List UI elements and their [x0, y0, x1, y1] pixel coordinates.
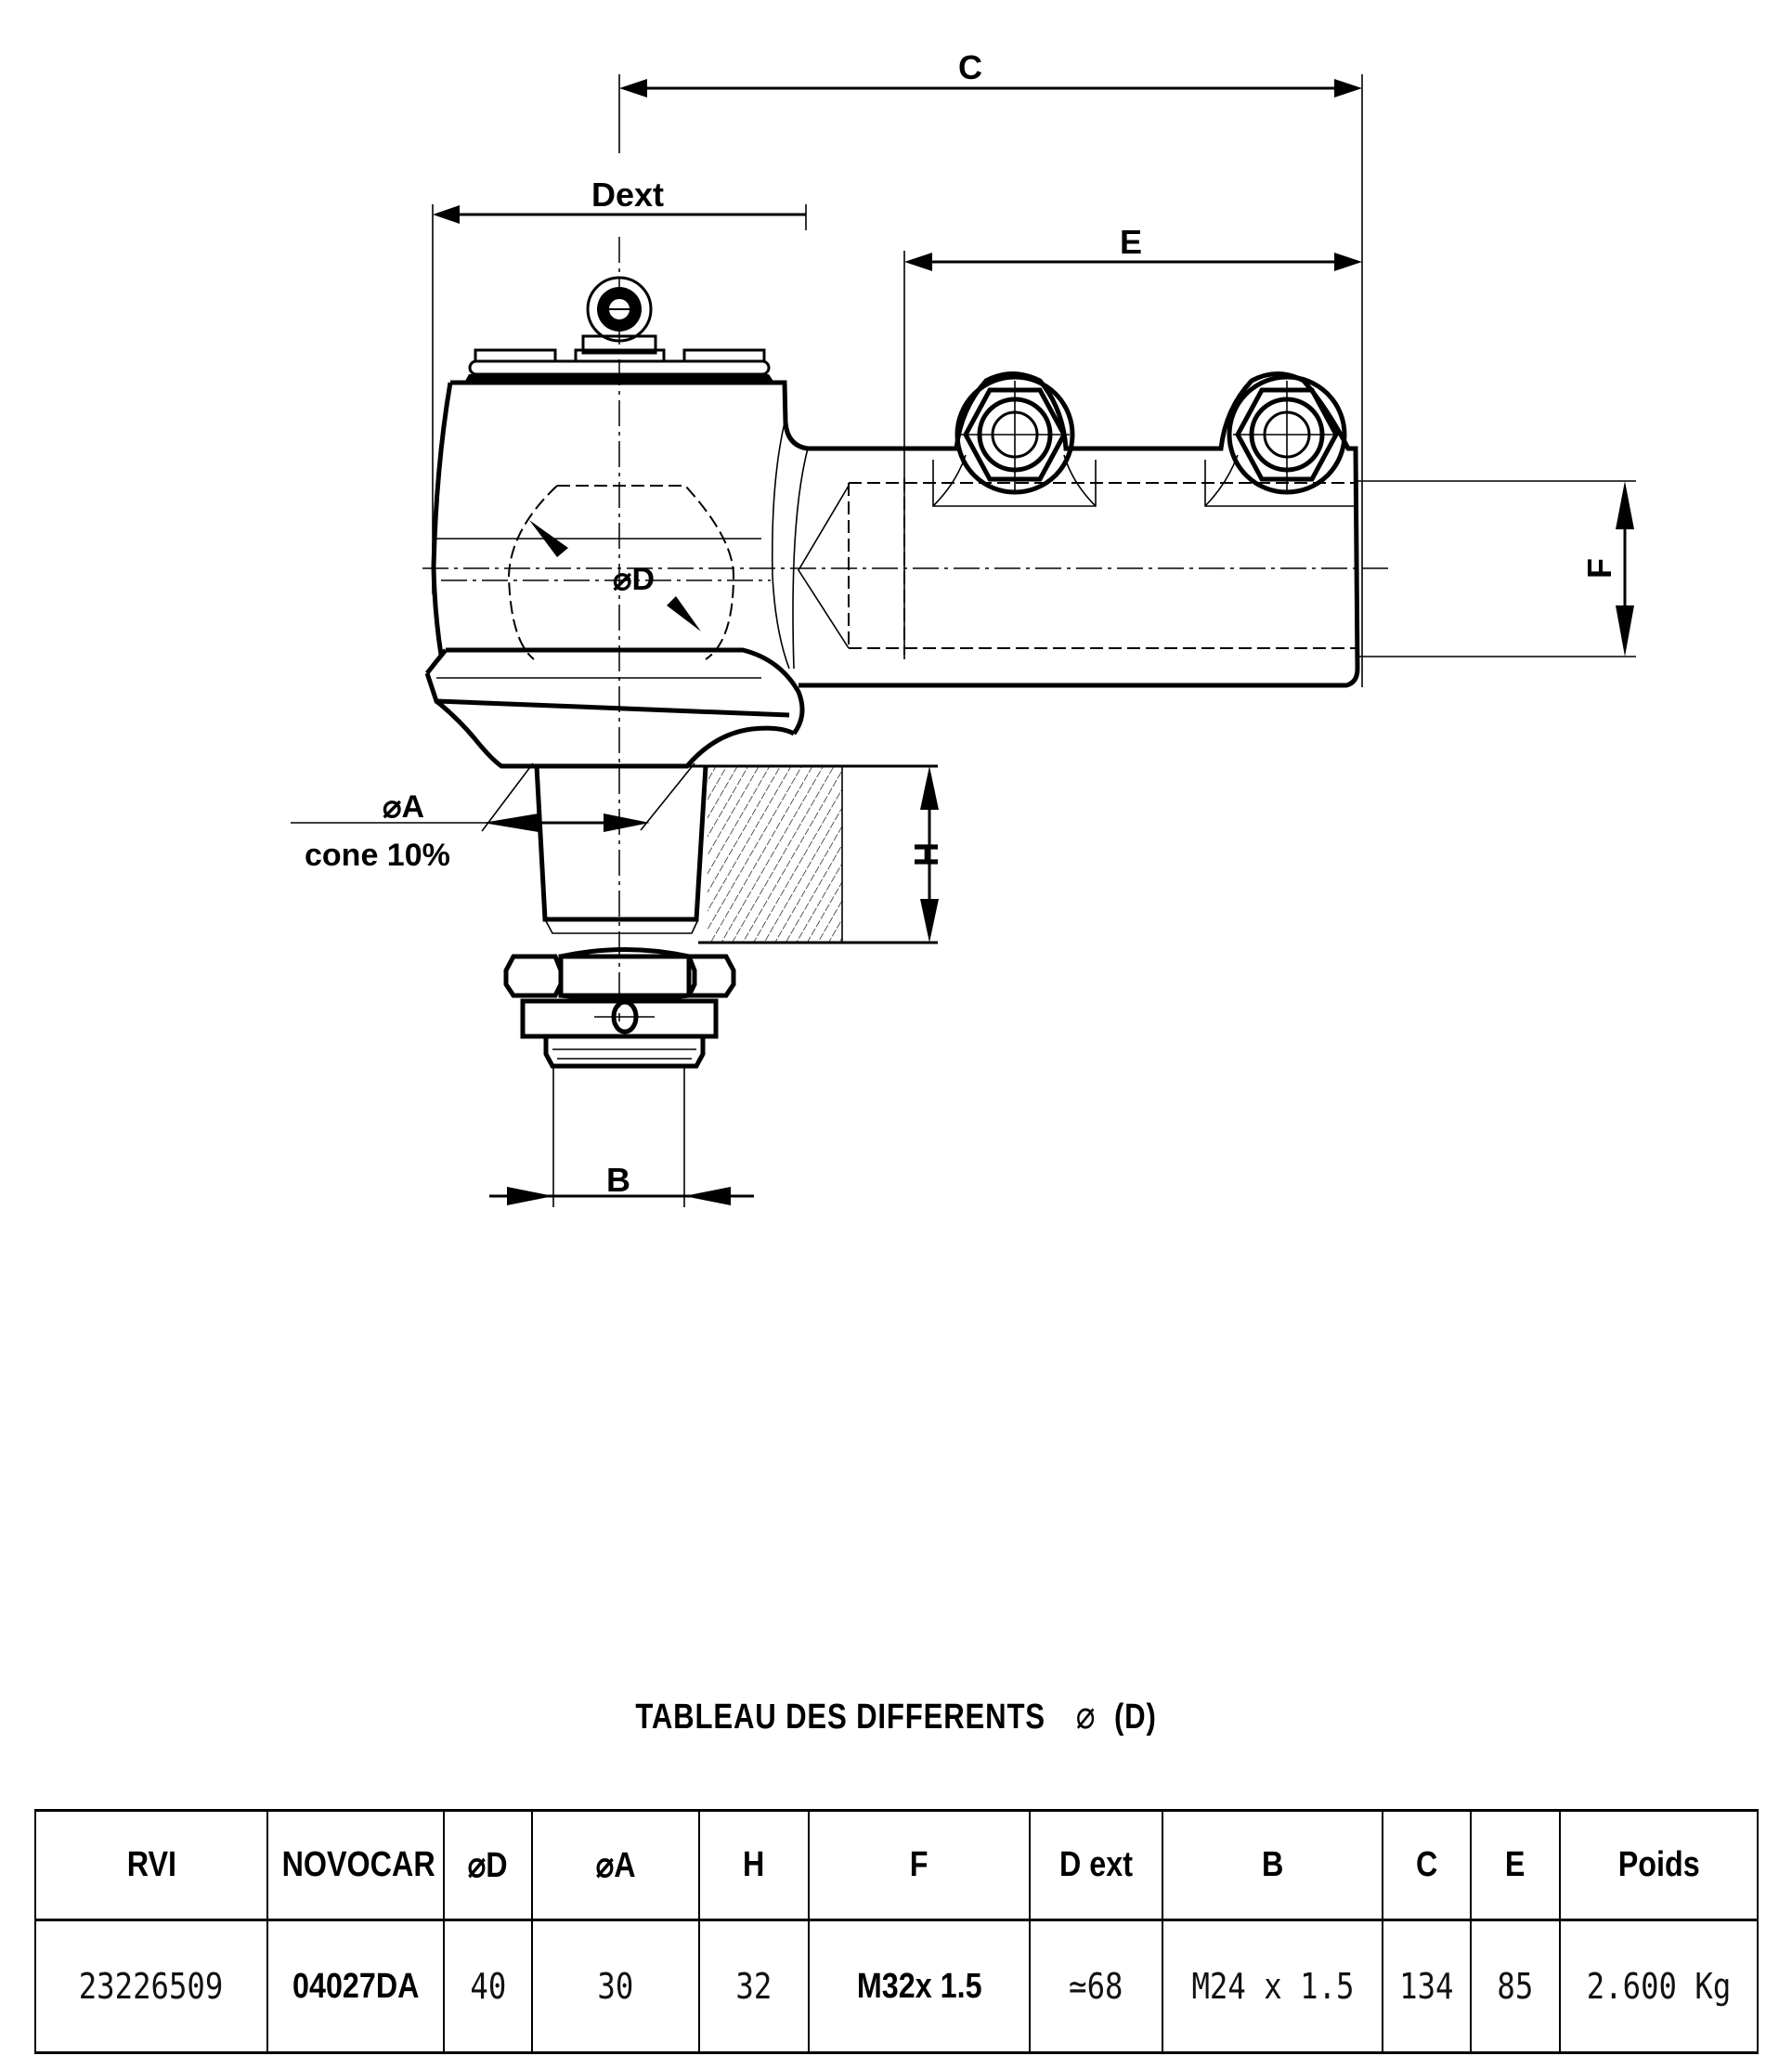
dim-label-f: F [1580, 558, 1618, 579]
cell-h: 32 [698, 1919, 810, 2054]
dust-boot [424, 647, 805, 769]
col-header-d: ⌀D [443, 1809, 533, 1921]
dim-label-a: ⌀A [383, 789, 424, 825]
col-header-e: E [1470, 1809, 1561, 1921]
col-header-a: ⌀A [531, 1809, 700, 1921]
cell-a: 30 [531, 1919, 700, 2054]
cell-b: M24 x 1.5 [1162, 1919, 1383, 2054]
diameter-symbol: ⌀ [1075, 1693, 1097, 1737]
dimension-h: H [907, 766, 945, 943]
dimension-f: F [1356, 480, 1636, 657]
technical-drawing: C Dext E [291, 48, 1636, 1207]
col-header-rvi: RVI [34, 1809, 268, 1921]
cone-annotation: cone 10% [305, 838, 450, 873]
dim-label-c: C [958, 48, 982, 86]
dim-label-d: ⌀D [613, 562, 655, 597]
col-header-poids: Poids [1559, 1809, 1759, 1921]
cell-novocar: 04027DA [266, 1919, 445, 2054]
cell-f: M32x 1.5 [808, 1919, 1031, 2054]
cell-e: 85 [1470, 1919, 1561, 2054]
dim-label-h: H [907, 842, 945, 866]
cell-d: 40 [443, 1919, 533, 2054]
dimension-b: B [489, 1066, 754, 1207]
cell-c: 134 [1382, 1919, 1472, 2054]
dimension-dext: Dext [432, 176, 807, 594]
cell-rvi: 23226509 [34, 1919, 268, 2054]
col-header-dext: D ext [1029, 1809, 1163, 1921]
col-header-b: B [1162, 1809, 1383, 1921]
col-header-novocar: NOVOCAR [266, 1809, 445, 1921]
table-title: TABLEAU DES DIFFERENTS ⌀ (D) [162, 1692, 1631, 1737]
dim-label-b: B [606, 1161, 630, 1199]
col-header-f: F [808, 1809, 1031, 1921]
grease-nipple [581, 237, 657, 1021]
table-title-text: TABLEAU DES DIFFERENTS [635, 1698, 1045, 1737]
dimension-c: C [618, 48, 1363, 687]
table-title-suffix: (D) [1113, 1698, 1157, 1737]
cell-poids: 2.600 Kg [1559, 1919, 1759, 2054]
clamp-bolt-2 [1204, 374, 1356, 507]
cell-dext: ≃68 [1029, 1919, 1163, 2054]
clamp-bolt-1 [932, 374, 1097, 507]
dimension-e: E [903, 223, 1362, 659]
col-header-h: H [698, 1809, 810, 1921]
ball-stud: ⌀A cone 10% [291, 762, 938, 944]
col-header-c: C [1382, 1809, 1472, 1921]
castle-nut [503, 947, 736, 1069]
table-header-row: RVI NOVOCAR ⌀D ⌀A H F D ext B C E Poids [34, 1809, 1759, 1921]
table-row: 23226509 04027DA 40 30 32 M32x 1.5 ≃68 M… [34, 1919, 1759, 2054]
dim-label-dext: Dext [591, 176, 664, 214]
dimensions-table: RVI NOVOCAR ⌀D ⌀A H F D ext B C E Poids … [34, 1809, 1759, 2054]
dim-label-e: E [1120, 223, 1142, 261]
